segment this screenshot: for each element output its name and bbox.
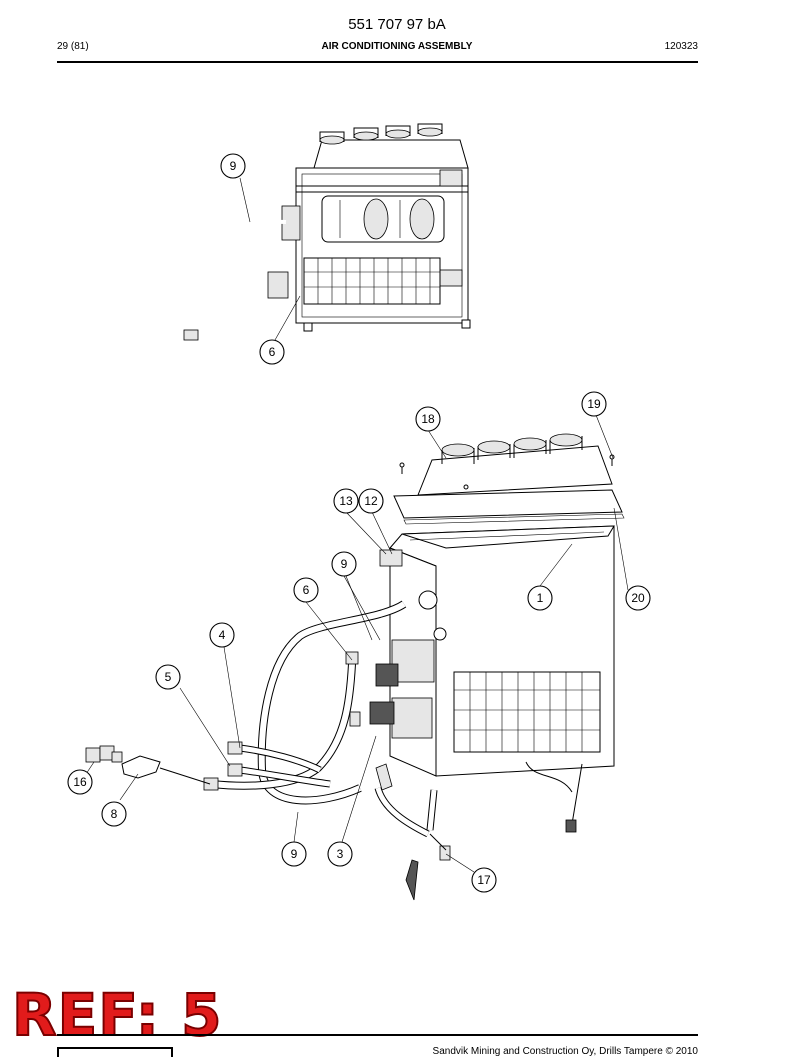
hose-assembly <box>211 600 438 838</box>
callout-9-top: 9 <box>220 153 246 179</box>
callout-19: 19 <box>581 391 607 417</box>
footer-divider <box>57 1034 698 1036</box>
copyright-notice: Sandvik Mining and Construction Oy, Dril… <box>432 1046 698 1057</box>
callout-1: 1 <box>527 585 553 611</box>
svg-text:6: 6 <box>269 345 276 359</box>
svg-text:17: 17 <box>477 873 491 887</box>
callout-12: 12 <box>358 488 384 514</box>
callout-13: 13 <box>333 488 359 514</box>
svg-text:6: 6 <box>303 583 310 597</box>
svg-text:20: 20 <box>631 591 645 605</box>
callout-8: 8 <box>101 801 127 827</box>
svg-text:16: 16 <box>73 775 87 789</box>
svg-text:8: 8 <box>111 807 118 821</box>
callout-6-main: 6 <box>293 577 319 603</box>
svg-text:12: 12 <box>364 494 378 508</box>
callout-3: 3 <box>327 841 353 867</box>
svg-text:5: 5 <box>165 670 172 684</box>
section-title: AIR CONDITIONING ASSEMBLY <box>321 41 473 52</box>
callout-20: 20 <box>625 585 651 611</box>
callout-16: 16 <box>67 769 93 795</box>
callout-9-main: 9 <box>331 551 357 577</box>
document-number: 551 707 97 bA <box>348 16 446 33</box>
svg-text:9: 9 <box>341 557 348 571</box>
header-divider <box>57 61 698 63</box>
callout-17: 17 <box>471 867 497 893</box>
svg-text:3: 3 <box>337 847 344 861</box>
date-code: 120323 <box>664 41 698 52</box>
callout-4: 4 <box>209 622 235 648</box>
top-assembly-view <box>177 123 471 341</box>
main-exploded-view <box>85 414 629 901</box>
svg-text:19: 19 <box>587 397 601 411</box>
callout-6-top: 6 <box>259 339 285 365</box>
svg-text:4: 4 <box>219 628 226 642</box>
svg-text:9: 9 <box>230 159 237 173</box>
callout-5: 5 <box>155 664 181 690</box>
svg-text:18: 18 <box>421 412 435 426</box>
svg-text:1: 1 <box>537 591 544 605</box>
page-count: 29 (81) <box>57 41 89 52</box>
callout-18: 18 <box>415 406 441 432</box>
brand-logo-strip <box>57 1047 173 1057</box>
svg-text:13: 13 <box>339 494 353 508</box>
svg-text:9: 9 <box>291 847 298 861</box>
callout-9-bottom: 9 <box>281 841 307 867</box>
